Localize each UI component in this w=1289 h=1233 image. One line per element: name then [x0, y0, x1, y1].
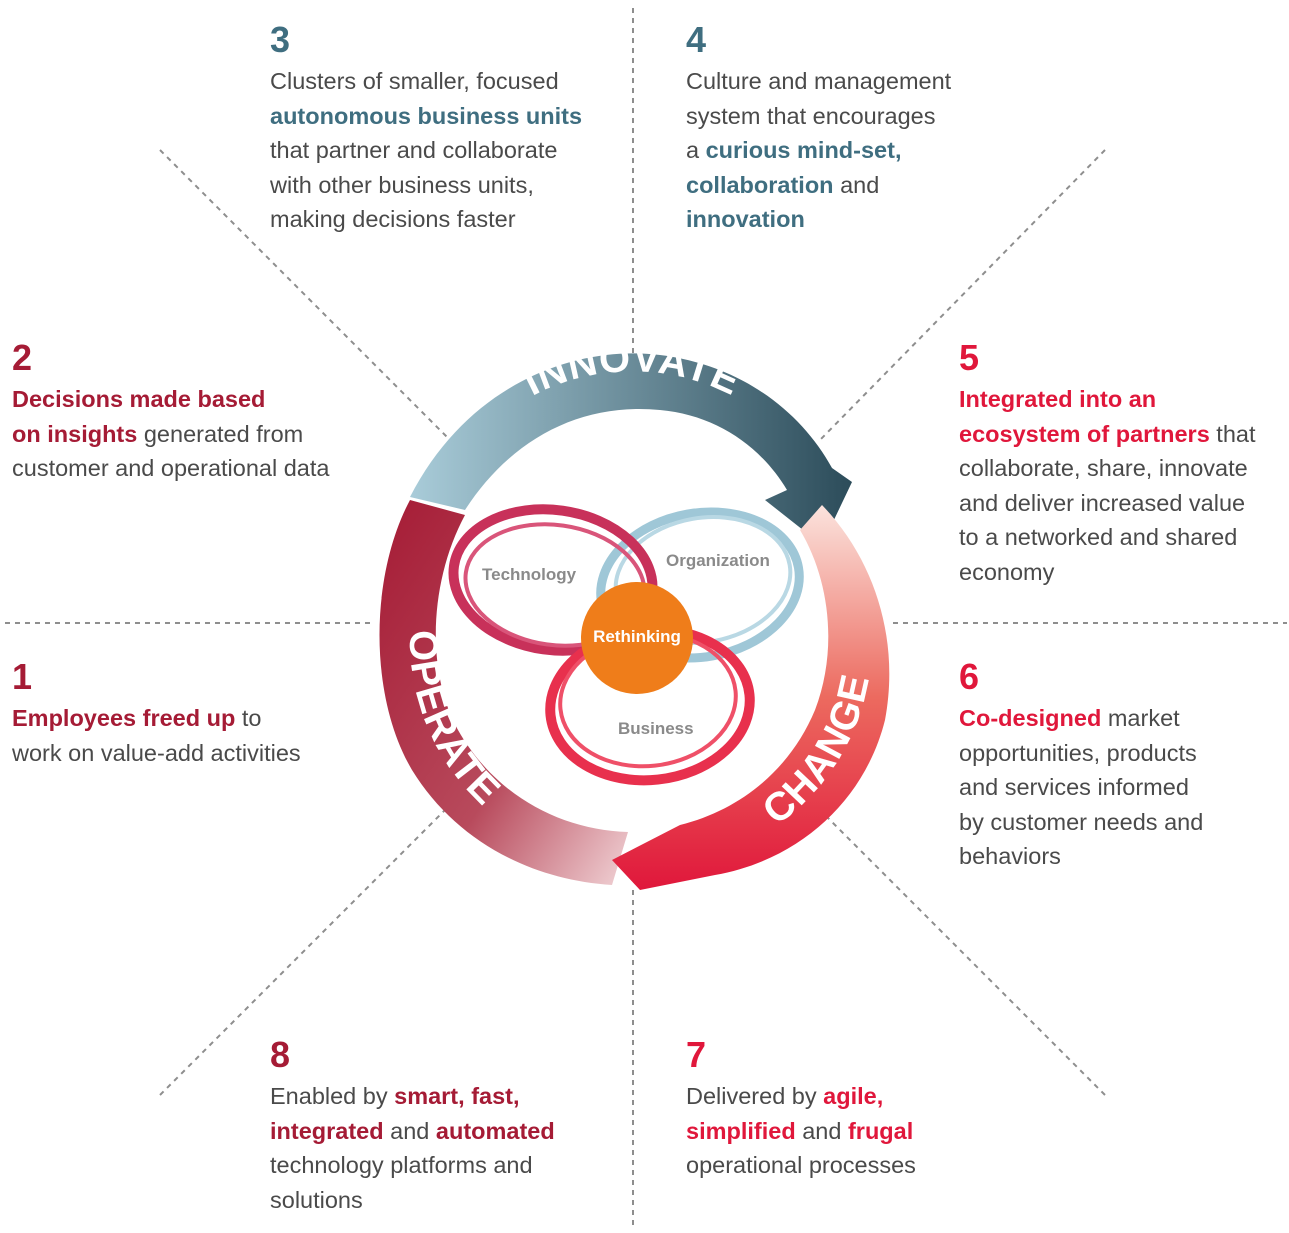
item-6-highlight: Co-designed [959, 705, 1102, 731]
item-3-line5: making decisions faster [270, 206, 516, 232]
item-2-text: generated from [137, 420, 304, 447]
item-4-line1: Culture and management [686, 68, 952, 94]
operate-arrow [379, 500, 628, 885]
item-7-line3: operational processes [686, 1152, 916, 1178]
item-2-line3: customer and operational data [12, 455, 330, 481]
item-4-rest4: and [833, 171, 880, 198]
item-4: 4 Culture and management system that enc… [686, 20, 951, 237]
item-7-highlight-3: frugal [847, 1117, 914, 1144]
item-6-line4: by customer needs and [959, 808, 1204, 835]
item-5-highlight: ecosystem of partners [959, 420, 1210, 447]
divider-lines [5, 8, 1287, 1230]
rethinking-circle [581, 582, 693, 694]
item-8-line3: technology platforms and [270, 1152, 533, 1178]
item-8-highlight-1: smart, fast, [394, 1083, 520, 1109]
item-7-mid2: and [795, 1117, 848, 1144]
item-6-line2: opportunities, products [959, 739, 1197, 766]
divider-diagonal-bl [159, 809, 446, 1096]
item-7-pre1: Delivered by [686, 1083, 824, 1109]
item-8-highlight-2: integrated [270, 1117, 384, 1144]
item-5: 5 Integrated into an ecosystem of partne… [959, 338, 1256, 589]
item-4-line2: system that encourages [686, 102, 936, 129]
item-4-highlight-1: curious mind-set, [705, 137, 902, 163]
item-6: 6 Co-designed market opportunities, prod… [959, 657, 1203, 874]
item-3-number: 3 [270, 19, 291, 60]
item-5-rest2: that [1209, 420, 1256, 447]
divider-diagonal-tr [819, 149, 1106, 441]
divider-diagonal-br [819, 809, 1106, 1096]
item-6-line5: behaviors [959, 843, 1061, 869]
item-1-line2: work on value-add activities [12, 739, 301, 766]
item-1-number: 1 [12, 656, 33, 697]
item-4-highlight-3: innovation [686, 206, 805, 232]
item-4-pre3: a [686, 137, 706, 163]
item-8-mid2: and [383, 1117, 436, 1144]
item-5-line1: Integrated into an [959, 386, 1157, 412]
innovate-arrow [410, 353, 852, 545]
item-6-line3: and services informed [959, 774, 1189, 800]
item-2-highlight: on insights [12, 420, 138, 447]
item-1-text: to [235, 705, 262, 731]
rethinking-label: Rethinking [593, 627, 681, 646]
item-2-number: 2 [12, 337, 33, 378]
item-7-highlight-2: simplified [686, 1117, 796, 1144]
venn-technology-label: Technology [482, 565, 577, 584]
item-8: 8 Enabled by smart, fast, integrated and… [270, 1035, 555, 1217]
item-3-line4: with other business units, [270, 171, 534, 198]
item-8-number: 8 [270, 1034, 291, 1075]
item-5-line6: economy [959, 558, 1055, 585]
item-2-line1: Decisions made based [12, 386, 266, 412]
venn-organization-label: Organization [666, 551, 770, 570]
item-4-highlight-2: collaboration [686, 171, 834, 198]
item-5-line3: collaborate, share, innovate [959, 455, 1248, 481]
item-3-line3: that partner and collaborate [270, 137, 558, 163]
divider-diagonal-tl [159, 149, 451, 441]
item-1-highlight: Employees freed up [12, 705, 236, 731]
item-7-highlight-1: agile, [823, 1083, 884, 1109]
item-5-line4: and deliver increased value [959, 489, 1246, 516]
item-3-highlight: autonomous business units [270, 102, 583, 129]
item-4-number: 4 [686, 19, 707, 60]
item-8-pre1: Enabled by [270, 1083, 395, 1109]
item-7: 7 Delivered by agile, simplified and fru… [686, 1035, 916, 1183]
item-3-line1: Clusters of smaller, focused [270, 68, 559, 94]
item-5-number: 5 [959, 337, 980, 378]
item-2: 2 Decisions made based on insights gener… [12, 338, 329, 486]
item-6-rest1: market [1101, 705, 1180, 731]
item-8-highlight-3: automated [435, 1117, 555, 1144]
item-6-number: 6 [959, 656, 980, 697]
item-5-line5: to a networked and shared [959, 524, 1238, 550]
item-7-number: 7 [686, 1034, 707, 1075]
change-arrow [612, 505, 890, 890]
item-1: 1 Employees freed up to work on value-ad… [12, 657, 301, 770]
item-8-line4: solutions [270, 1186, 363, 1213]
operate-label: OPERATE [401, 629, 509, 813]
venn-business-label: Business [618, 719, 694, 738]
item-3: 3 Clusters of smaller, focused autonomou… [270, 20, 582, 237]
